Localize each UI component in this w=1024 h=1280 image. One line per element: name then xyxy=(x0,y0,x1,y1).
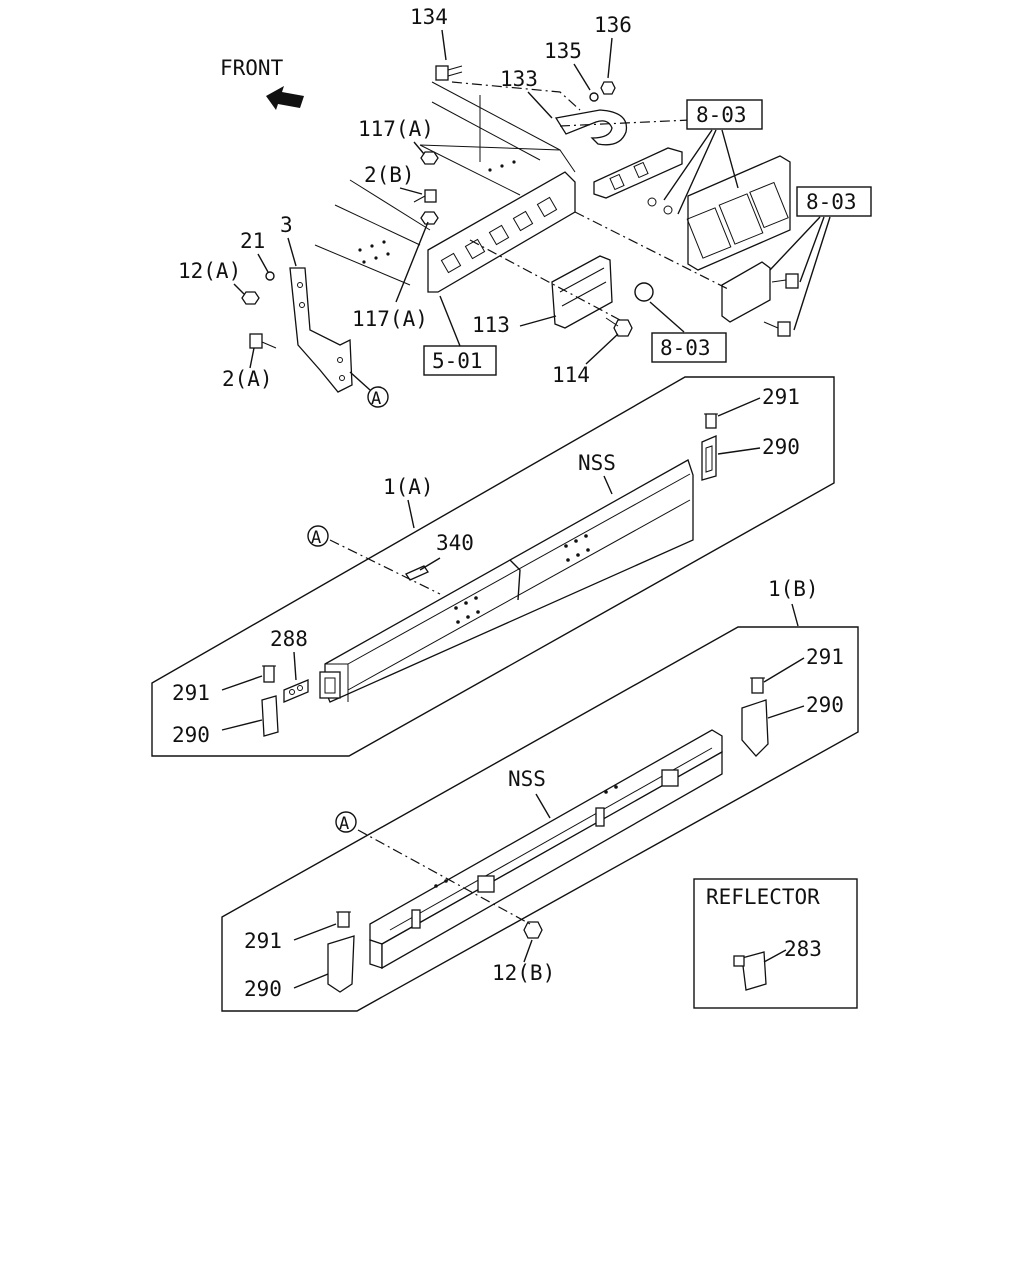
upper-assembly xyxy=(241,65,799,393)
washer-135 xyxy=(589,92,599,102)
marker-a-1: A xyxy=(349,371,389,409)
ref-8-03-c-label: 8-03 xyxy=(660,336,711,360)
marker-a-2: A xyxy=(307,525,329,548)
washer-21 xyxy=(265,271,275,281)
panel-1b xyxy=(221,626,859,1012)
pin-340 xyxy=(405,565,429,581)
callout-12b: 12(B) xyxy=(492,961,555,985)
label-nss-top: NSS xyxy=(578,451,616,475)
callout-133: 133 xyxy=(500,67,538,91)
panel-1a-frame xyxy=(151,376,835,757)
callout-117a-top: 117(A) xyxy=(358,117,434,141)
rear-lamp-assembly xyxy=(686,155,791,271)
callout-114: 114 xyxy=(552,363,590,387)
washer-small-2 xyxy=(663,205,673,215)
end-cap-290-left xyxy=(261,695,279,737)
bolt-114 xyxy=(605,317,633,337)
callout-290-top: 290 xyxy=(762,435,800,459)
ref-5-01-label: 5-01 xyxy=(432,349,483,373)
callout-283: 283 xyxy=(784,937,822,961)
ref-box-5-01[interactable]: 5-01 xyxy=(423,295,497,376)
clip-291-right xyxy=(750,677,765,694)
front-label: FRONT xyxy=(220,56,284,80)
nut-117a-top xyxy=(420,151,439,165)
end-cap-290-bottom xyxy=(327,935,355,993)
end-cap-290-right xyxy=(741,699,769,757)
callout-2a: 2(A) xyxy=(222,367,273,391)
panel-1a xyxy=(151,376,835,757)
callout-288: 288 xyxy=(270,627,308,651)
callout-135: 135 xyxy=(544,39,582,63)
ref-box-8-03-c[interactable]: 8-03 xyxy=(649,301,727,363)
lamp-bracket-113 xyxy=(551,255,613,329)
callout-291-left: 291 xyxy=(172,681,210,705)
plate-288 xyxy=(283,679,309,703)
callout-290-left: 290 xyxy=(172,723,210,747)
ref-8-03-b-label: 8-03 xyxy=(806,190,857,214)
callout-12a: 12(A) xyxy=(178,259,241,283)
svg-text:A: A xyxy=(311,528,321,548)
reflector-title: REFLECTOR xyxy=(706,885,820,909)
callout-340: 340 xyxy=(436,531,474,555)
callout-117a-bottom: 117(A) xyxy=(352,307,428,331)
callout-113: 113 xyxy=(472,313,510,337)
svg-text:A: A xyxy=(339,814,349,834)
bolt-2b xyxy=(413,189,437,203)
callout-291-right: 291 xyxy=(806,645,844,669)
lower-callouts: 1(B) 291 290 NSS A 291 290 12(B) xyxy=(244,577,844,1001)
upper-callouts: 134 136 135 133 117(A) 2(B) 3 21 12(A) 1… xyxy=(178,5,872,409)
clip-291-bottom xyxy=(336,911,351,928)
lamp-plate xyxy=(721,261,771,323)
panel-1b-frame xyxy=(221,626,859,1012)
front-direction-indicator: FRONT xyxy=(220,56,304,110)
clip-291-left xyxy=(262,665,276,683)
nut-12b xyxy=(523,921,543,939)
rail-1a xyxy=(319,459,694,703)
callout-290-bottom: 290 xyxy=(244,977,282,1001)
tow-hook-133 xyxy=(554,109,628,146)
end-cap-290-top xyxy=(701,435,717,481)
rail-1b xyxy=(369,729,723,970)
nut-117a-bottom xyxy=(420,211,439,225)
callout-291-bottom: 291 xyxy=(244,929,282,953)
callout-290-right: 290 xyxy=(806,693,844,717)
ref-box-8-03-a[interactable]: 8-03 xyxy=(663,99,763,215)
callout-136: 136 xyxy=(594,13,632,37)
callout-291-top: 291 xyxy=(762,385,800,409)
callout-3: 3 xyxy=(280,213,293,237)
ref-box-8-03-b[interactable]: 8-03 xyxy=(769,186,872,331)
callout-134: 134 xyxy=(410,5,448,29)
middle-callouts: 291 290 NSS 1(A) A 340 288 291 290 xyxy=(172,385,800,747)
nut-136 xyxy=(600,81,616,95)
reflector-panel: REFLECTOR 283 xyxy=(693,878,858,1009)
nut-12a xyxy=(241,291,260,305)
bracket-3 xyxy=(289,267,353,393)
callout-2b: 2(B) xyxy=(364,163,415,187)
marker-a-3: A xyxy=(335,811,357,834)
callout-1a: 1(A) xyxy=(383,475,434,499)
front-arrow-icon xyxy=(266,86,304,110)
clip-291-top xyxy=(704,413,718,429)
ref-8-03-a-label: 8-03 xyxy=(696,103,747,127)
plate-holes xyxy=(440,196,558,274)
reflector-283 xyxy=(733,951,767,991)
crossmember-plate xyxy=(427,171,576,293)
callout-1b: 1(B) xyxy=(768,577,819,601)
bumper-bracket xyxy=(593,147,683,199)
fastener-bolt-134 xyxy=(435,65,463,81)
lamp-screws xyxy=(763,273,799,337)
washer-small xyxy=(647,197,657,207)
frame-rivet-holes xyxy=(358,160,516,264)
bolt-2a xyxy=(249,333,277,349)
callout-21: 21 xyxy=(240,229,265,253)
grommet-8-03 xyxy=(634,282,654,302)
svg-text:A: A xyxy=(371,389,381,409)
label-nss-bottom: NSS xyxy=(508,767,546,791)
